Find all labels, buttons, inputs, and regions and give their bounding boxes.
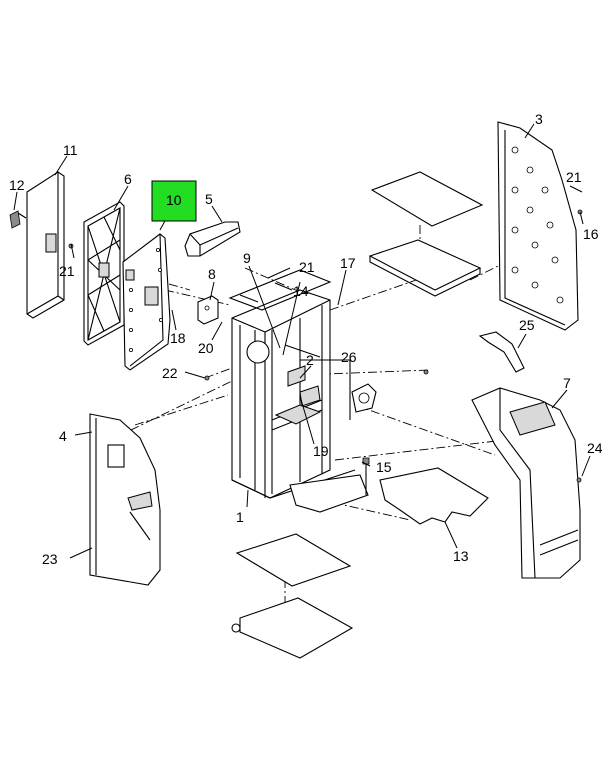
callout-25: 25 (519, 317, 535, 333)
part-4-side-panel[interactable] (89, 413, 161, 586)
part-8-bracket[interactable] (197, 295, 219, 325)
callout-2: 2 (306, 352, 314, 368)
callout-11: 11 (63, 142, 78, 158)
part-12-clip[interactable] (9, 210, 27, 229)
leader-lines (13, 123, 591, 559)
callout-3: 3 (535, 111, 543, 127)
callout-18: 18 (170, 330, 186, 346)
part-1-cab-frame[interactable] (228, 269, 369, 513)
callout-5: 5 (205, 191, 213, 207)
callout-15: 15 (376, 459, 392, 475)
callout-23: 23 (42, 551, 58, 567)
roof-insulation-panel (370, 171, 484, 227)
callout-21-right: 21 (566, 169, 582, 185)
callout-8: 8 (208, 266, 216, 282)
floor-plate (231, 597, 354, 659)
roof-panel (368, 239, 482, 297)
callout-4: 4 (59, 428, 67, 444)
floor-insulation-panel (235, 533, 352, 587)
callout-9: 9 (243, 250, 251, 266)
callout-16: 16 (583, 226, 599, 242)
callout-22: 22 (162, 365, 178, 381)
callout-14: 14 (293, 283, 309, 299)
part-2-bracket[interactable] (287, 365, 306, 387)
callout-20: 20 (198, 340, 214, 356)
part-25-trim-strip[interactable] (478, 331, 525, 373)
callout-24: 24 (587, 440, 603, 456)
part-6-insulation-panel[interactable] (83, 201, 125, 346)
part-13-floor-mat[interactable] (379, 467, 489, 525)
callout-21-center: 21 (299, 259, 315, 275)
callout-6: 6 (124, 171, 132, 187)
callout-labels: 11 12 6 10 5 3 21 16 21 8 9 21 17 14 18 … (9, 111, 603, 567)
part-3-rear-wall-panel[interactable] (497, 121, 579, 331)
part-5-top-console[interactable] (184, 221, 241, 257)
callout-10: 10 (166, 192, 182, 208)
callout-12: 12 (9, 177, 25, 193)
callout-13: 13 (453, 548, 469, 564)
part-11-side-panel[interactable] (26, 171, 65, 319)
callout-17: 17 (340, 255, 356, 271)
callout-26: 26 (341, 349, 357, 365)
highlight-box-part-10 (151, 180, 197, 222)
blower-component (351, 383, 377, 413)
part-10-trim-panel[interactable] (122, 233, 171, 371)
part-7-corner-trim[interactable] (471, 387, 581, 579)
callout-21-left: 21 (59, 263, 75, 279)
callout-7: 7 (563, 375, 571, 391)
callout-1: 1 (236, 509, 244, 525)
callout-19: 19 (313, 443, 329, 459)
